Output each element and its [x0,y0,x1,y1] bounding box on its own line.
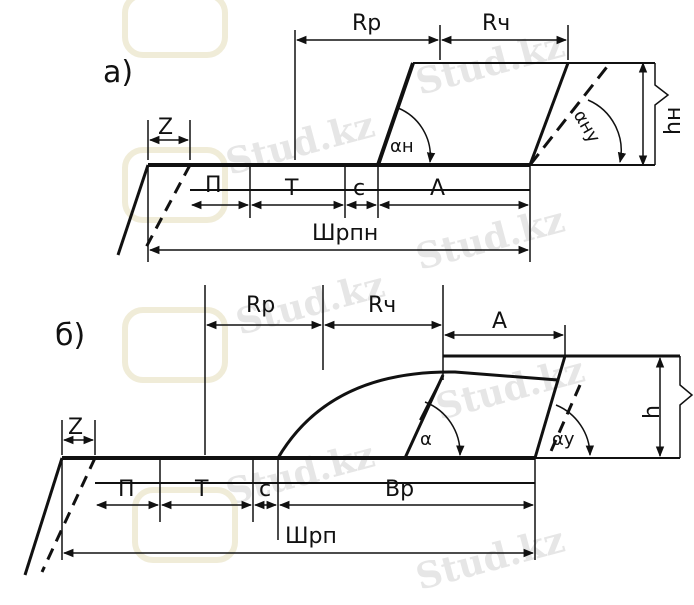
diagram-a: а) Z П Т с А Шрпн [103,11,686,262]
label-c-a: с [353,176,365,201]
slope-block-left-a [376,62,415,166]
label-a-b: А [492,309,507,334]
watermark-layer: Stud.kz Stud.kz Stud.kz Stud.kz Stud.kz … [122,0,589,599]
label-c-b: с [259,477,271,502]
watermark-text: Stud.kz [411,199,569,279]
curved-surface-b [276,370,559,459]
watermark-text: Stud.kz [431,349,589,429]
label-total-b: Шрп [285,524,337,549]
slope-left-dashed-b [40,457,97,573]
slope-block-right-dashed-b [546,384,582,459]
label-b-b: Вр [385,477,414,502]
panel-label-b: б) [55,318,85,353]
watermark-text: Stud.kz [411,519,569,599]
label-z-b: Z [68,415,83,440]
panel-label-a: а) [103,55,133,90]
angle-arc-left-a [397,107,436,164]
label-rch-b: Rч [368,293,396,318]
watermark-logo [122,0,238,563]
watermark-text: Stud.kz [221,104,379,184]
label-rr-a: Rр [352,11,381,36]
label-rch-a: Rч [482,11,510,36]
label-angle-left-b: α [420,429,432,450]
angle-arc-left-b [424,401,465,457]
label-angle-right-a: αну [569,107,605,147]
slope-block-right-b [533,355,567,459]
label-angle-right-b: αу [552,429,575,450]
slope-left-a [116,164,150,256]
label-angle-left-a: αн [390,136,414,157]
label-z-a: Z [158,115,173,140]
label-rr-b: Rр [246,293,275,318]
break-line-b [679,356,694,458]
diagram-b: б) Z П Т с Вр Шрп [23,285,694,576]
break-line-a [654,63,670,165]
label-t-b: Т [194,477,209,502]
label-p-b: П [118,477,135,502]
angle-arc-right-b [555,404,595,457]
slope-block-right-a [528,62,570,166]
angle-arc-right-a [587,99,627,164]
label-height-a: hн [661,107,686,135]
slope-block-right-dashed-a [528,62,612,166]
watermark-text: Stud.kz [221,434,379,514]
label-height-b: h [640,405,665,419]
slope-left-dashed-a [141,164,192,254]
label-a-a: А [430,176,445,201]
label-t-a: Т [284,176,299,201]
slope-block-left-inner-b [419,374,444,421]
label-p-a: П [205,173,222,198]
label-total-a: Шрпн [312,221,378,246]
slope-left-b [23,457,64,576]
